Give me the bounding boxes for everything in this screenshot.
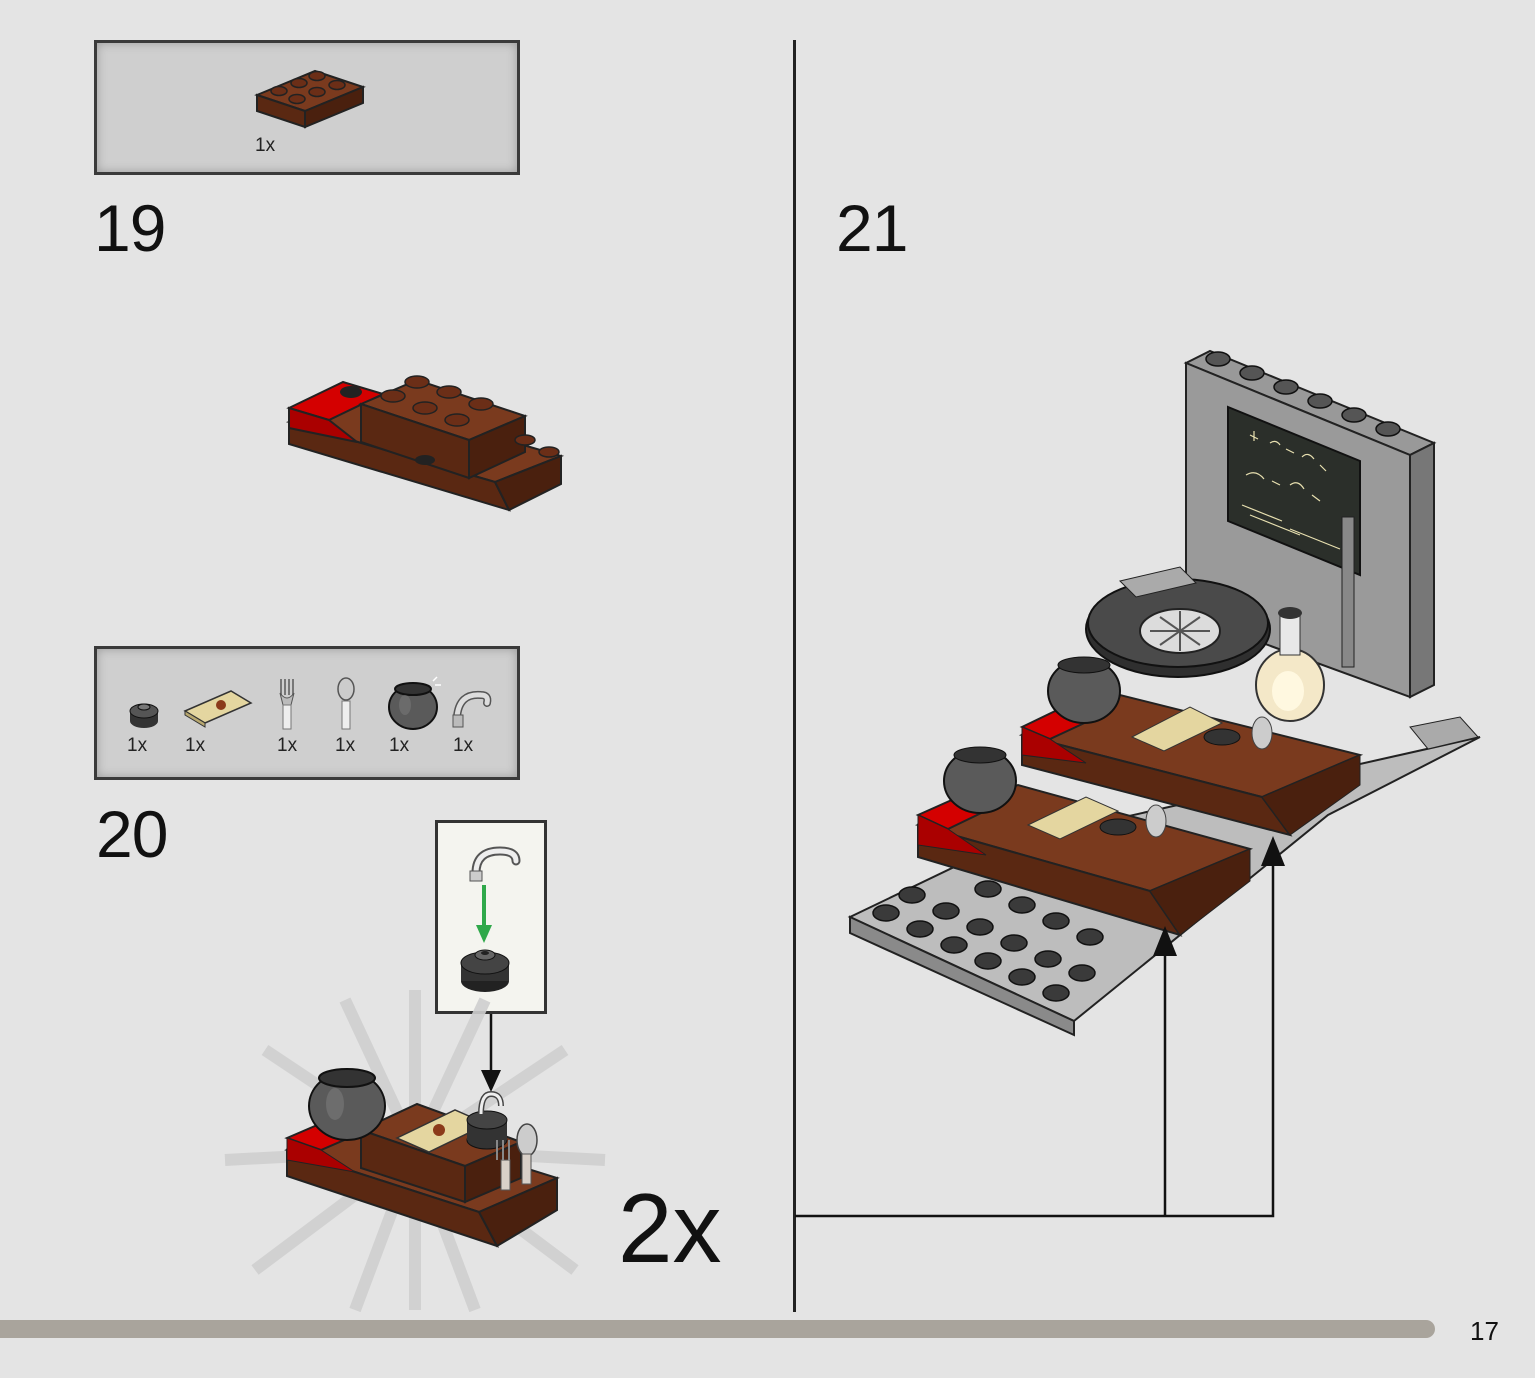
brown-plate-2x3-icon xyxy=(254,69,366,129)
step-number-21: 21 xyxy=(836,191,908,265)
page-column-divider xyxy=(793,40,796,1312)
sub-step-callout xyxy=(435,820,547,1014)
callout-arrow xyxy=(481,1014,501,1092)
part-qty: 1x xyxy=(255,135,276,156)
cauldron-icon xyxy=(388,676,441,730)
progress-bar xyxy=(0,1320,1435,1338)
step-19-parts-box: 1x xyxy=(94,40,520,175)
faucet-icon xyxy=(452,690,492,728)
faucet-icon xyxy=(469,846,521,882)
step-number-20: 20 xyxy=(96,797,168,871)
step-21-pointer-arrows xyxy=(795,836,1285,1218)
part-qty: 1x xyxy=(335,735,356,756)
part-qty: 1x xyxy=(127,735,148,756)
part-qty: 1x xyxy=(453,735,474,756)
part-qty: 1x xyxy=(389,735,410,756)
green-arrow-icon xyxy=(476,885,492,943)
step-20-assembly xyxy=(224,990,606,1313)
part-qty: 1x xyxy=(185,735,206,756)
step-20-parts-box: 1x 1x 1x 1x 1x 1x xyxy=(94,646,520,780)
step-21-assembly xyxy=(847,349,1481,1037)
part-qty: 1x xyxy=(277,735,298,756)
sub-assembly-multiplier: 2x xyxy=(618,1173,722,1283)
step-19-assembly xyxy=(285,375,565,512)
round-brick-icon xyxy=(129,703,159,728)
page-number: 17 xyxy=(1470,1316,1499,1346)
spoon-icon xyxy=(337,677,355,730)
round-brick-icon xyxy=(460,949,510,992)
printed-tile-icon xyxy=(183,690,253,728)
fork-icon xyxy=(279,679,295,730)
step-number-19: 19 xyxy=(94,191,166,265)
